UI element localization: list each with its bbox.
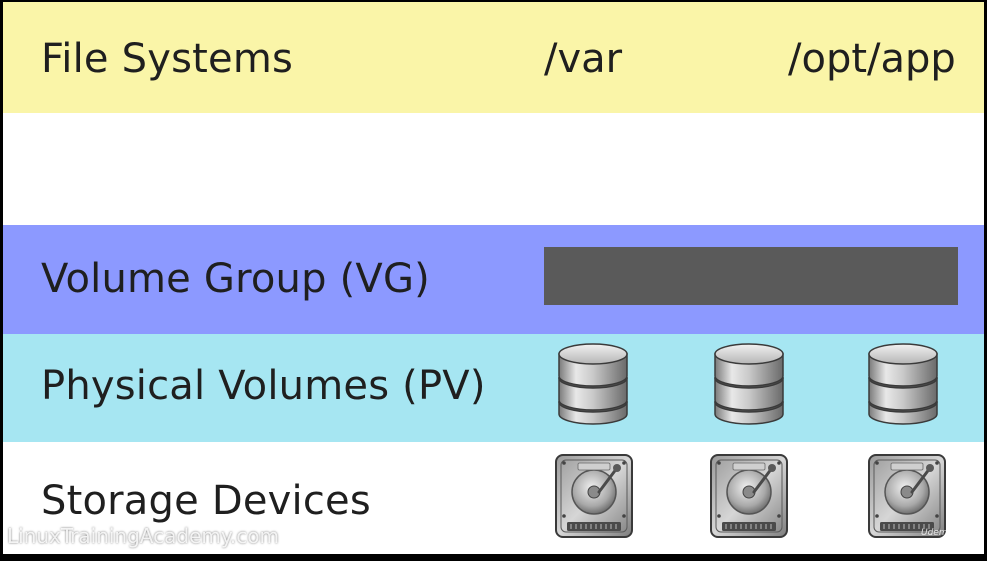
watermark-text: LinuxTrainingAcademy.com bbox=[7, 524, 279, 548]
database-icon bbox=[714, 343, 784, 425]
database-icon bbox=[868, 343, 938, 425]
hard-drive-icon bbox=[554, 453, 634, 539]
database-icon bbox=[558, 343, 628, 425]
volume-group-label: Volume Group (VG) bbox=[41, 256, 430, 302]
var-path-label: /var bbox=[544, 36, 623, 82]
storage-devices-label: Storage Devices bbox=[41, 478, 371, 524]
bottom-strip bbox=[0, 554, 987, 561]
lvm-diagram-slide: File Systems /var /opt/app Volume Group … bbox=[3, 2, 984, 554]
physical-volumes-label: Physical Volumes (PV) bbox=[41, 363, 486, 409]
file-systems-label: File Systems bbox=[41, 36, 294, 82]
opt-app-path-label: /opt/app bbox=[788, 36, 956, 82]
hard-drive-icon bbox=[709, 453, 789, 539]
physical-volumes-band bbox=[3, 334, 984, 442]
empty-band bbox=[3, 113, 984, 225]
corner-watermark: Udemy bbox=[921, 528, 953, 538]
volume-group-bar bbox=[544, 247, 958, 305]
file-systems-band bbox=[3, 2, 984, 113]
hard-drive-icon bbox=[867, 453, 947, 539]
storage-devices-band bbox=[3, 442, 984, 554]
